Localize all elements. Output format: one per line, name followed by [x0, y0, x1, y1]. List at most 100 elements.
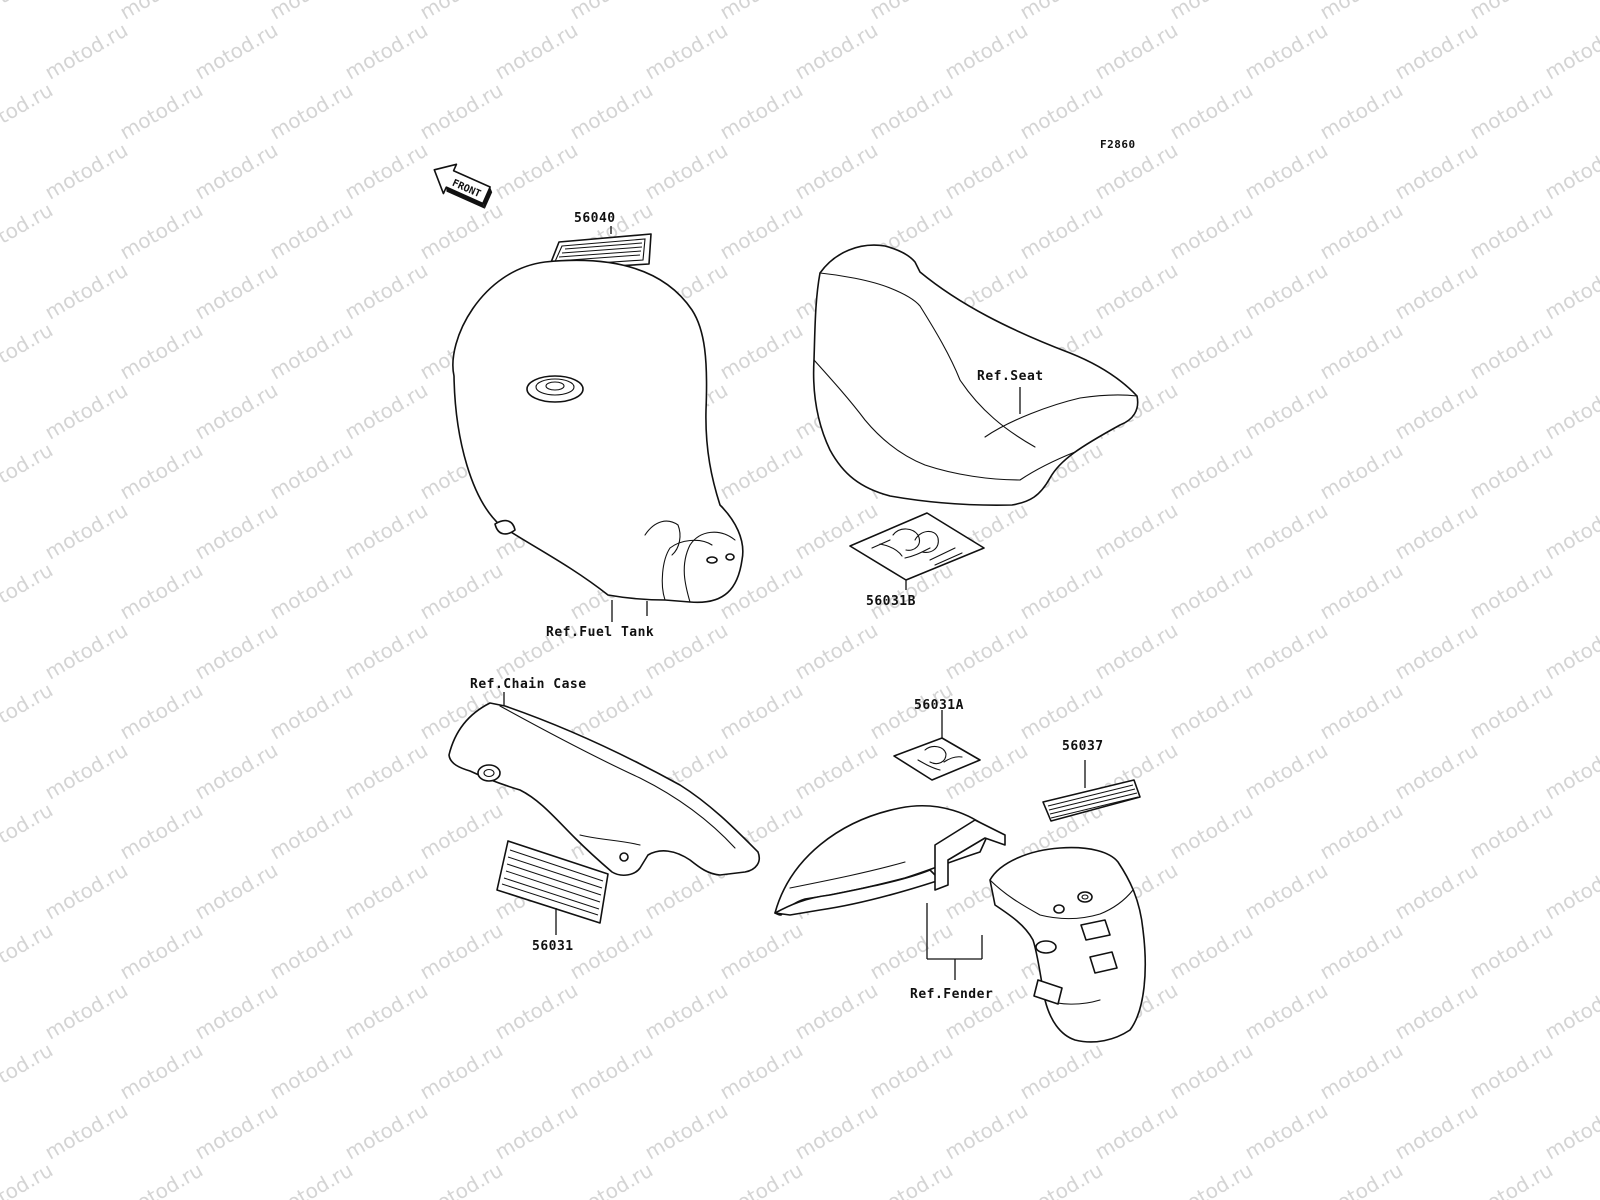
watermark-text: motod.ru	[1541, 978, 1600, 1045]
watermark-text: motod.ru	[1166, 318, 1257, 385]
watermark-text: motod.ru	[116, 558, 207, 625]
watermark-text: motod.ru	[566, 78, 657, 145]
watermark-text: motod.ru	[341, 738, 432, 805]
watermark-text: motod.ru	[41, 378, 132, 445]
watermark-text: motod.ru	[1541, 378, 1600, 445]
watermark-text: motod.ru	[1316, 0, 1407, 24]
watermark-text: motod.ru	[1091, 498, 1182, 565]
ref-fender-label: Ref.Fender	[910, 987, 993, 1002]
watermark-text: motod.ru	[41, 618, 132, 685]
watermark-text: motod.ru	[1166, 438, 1257, 505]
watermark-text: motod.ru	[1466, 798, 1557, 865]
fuel-tank-drawing	[452, 259, 744, 622]
watermark-text: motod.ru	[0, 78, 57, 145]
watermark-text: motod.ru	[1466, 1158, 1557, 1200]
watermark-text: motod.ru	[416, 798, 507, 865]
ref-fuel-tank-label: Ref.Fuel Tank	[546, 625, 654, 640]
watermark-text: motod.ru	[416, 1158, 507, 1200]
watermark-text: motod.ru	[1391, 738, 1482, 805]
watermark-text: motod.ru	[1466, 678, 1557, 745]
watermark-text: motod.ru	[0, 198, 57, 265]
watermark-text: motod.ru	[266, 798, 357, 865]
part-number-56031A: 56031A	[914, 698, 964, 713]
watermark-text: motod.ru	[1391, 258, 1482, 325]
watermark-text: motod.ru	[791, 1098, 882, 1165]
watermark-text: motod.ru	[266, 1038, 357, 1105]
watermark-text: motod.ru	[1016, 678, 1107, 745]
watermark-text: motod.ru	[1091, 258, 1182, 325]
watermark-text: motod.ru	[566, 1158, 657, 1200]
watermark-text: motod.ru	[0, 798, 57, 865]
watermark-text: motod.ru	[1466, 558, 1557, 625]
front-arrow-icon: FRONT	[433, 163, 493, 209]
watermark-text: motod.ru	[716, 1038, 807, 1105]
watermark-text: motod.ru	[1016, 558, 1107, 625]
watermark-text: motod.ru	[1166, 798, 1257, 865]
watermark-text: motod.ru	[641, 978, 732, 1045]
watermark-text: motod.ru	[116, 1158, 207, 1200]
watermark-text: motod.ru	[941, 1098, 1032, 1165]
watermark-text: motod.ru	[116, 78, 207, 145]
watermark-text: motod.ru	[1166, 558, 1257, 625]
watermark-text: motod.ru	[116, 918, 207, 985]
watermark-text: motod.ru	[1316, 798, 1407, 865]
watermark-text: motod.ru	[566, 1038, 657, 1105]
watermark-text: motod.ru	[0, 678, 57, 745]
watermark-text: motod.ru	[716, 1158, 807, 1200]
watermark-text: motod.ru	[1166, 918, 1257, 985]
watermark-text: motod.ru	[1466, 0, 1557, 24]
watermark-text: motod.ru	[266, 1158, 357, 1200]
watermark-text: motod.ru	[116, 1038, 207, 1105]
watermark-text: motod.ru	[941, 138, 1032, 205]
part-number-56040: 56040	[574, 211, 616, 226]
watermark-text: motod.ru	[491, 978, 582, 1045]
watermark-text: motod.ru	[116, 318, 207, 385]
watermark-text: motod.ru	[1166, 678, 1257, 745]
watermark-text: motod.ru	[191, 18, 282, 85]
ref-chain-case-label: Ref.Chain Case	[470, 677, 587, 692]
watermark-text: motod.ru	[866, 1158, 957, 1200]
watermark-text: motod.ru	[1316, 1158, 1407, 1200]
watermark-text: motod.ru	[1241, 258, 1332, 325]
watermark-text: motod.ru	[1391, 18, 1482, 85]
watermark-text: motod.ru	[191, 858, 282, 925]
watermark-text: motod.ru	[866, 1038, 957, 1105]
watermark-text: motod.ru	[341, 378, 432, 445]
watermark-text: motod.ru	[716, 198, 807, 265]
watermark-text: motod.ru	[1316, 198, 1407, 265]
watermark-text: motod.ru	[266, 918, 357, 985]
watermark-text: motod.ru	[1241, 858, 1332, 925]
watermark-text: motod.ru	[341, 138, 432, 205]
watermark-text: motod.ru	[1391, 378, 1482, 445]
watermark-text: motod.ru	[416, 558, 507, 625]
label-56037	[1042, 760, 1141, 822]
watermark-text: motod.ru	[1391, 978, 1482, 1045]
watermark-text: motod.ru	[41, 738, 132, 805]
watermark-text: motod.ru	[941, 18, 1032, 85]
watermark-text: motod.ru	[341, 1098, 432, 1165]
watermark-text: motod.ru	[341, 978, 432, 1045]
part-number-56031: 56031	[532, 939, 574, 954]
watermark-text: motod.ru	[1466, 78, 1557, 145]
watermark-text: motod.ru	[1541, 858, 1600, 925]
watermark-text: motod.ru	[1466, 318, 1557, 385]
watermark-text: motod.ru	[116, 438, 207, 505]
watermark-text: motod.ru	[641, 18, 732, 85]
watermark-text: motod.ru	[266, 438, 357, 505]
watermark-text: motod.ru	[41, 18, 132, 85]
watermark-text: motod.ru	[1241, 378, 1332, 445]
watermark-text: motod.ru	[716, 0, 807, 24]
watermark-text: motod.ru	[791, 18, 882, 85]
watermark-text: motod.ru	[1541, 618, 1600, 685]
watermark-text: motod.ru	[416, 1038, 507, 1105]
watermark-text: motod.ru	[1166, 198, 1257, 265]
watermark-text: motod.ru	[566, 918, 657, 985]
watermark-text: motod.ru	[1016, 78, 1107, 145]
label-56031	[496, 840, 609, 935]
watermark-text: motod.ru	[0, 1038, 57, 1105]
watermark-text: motod.ru	[1466, 198, 1557, 265]
watermark-text: motod.ru	[0, 1158, 57, 1200]
watermark-text: motod.ru	[1316, 558, 1407, 625]
watermark-text: motod.ru	[1166, 1038, 1257, 1105]
watermark-text: motod.ru	[116, 678, 207, 745]
